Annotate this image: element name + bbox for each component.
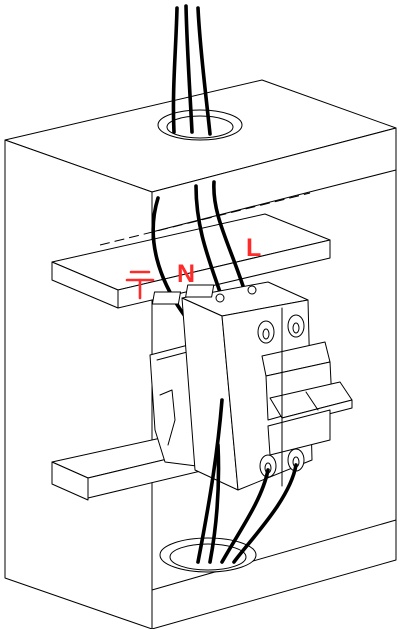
neutral-label: N <box>177 260 195 288</box>
line-label: L <box>246 234 261 262</box>
outgoing-wires <box>196 398 298 564</box>
circuit-breaker <box>151 281 353 491</box>
dashed-line <box>99 192 311 246</box>
ground-symbol-icon <box>125 270 155 300</box>
top-entry-hole <box>157 109 243 141</box>
